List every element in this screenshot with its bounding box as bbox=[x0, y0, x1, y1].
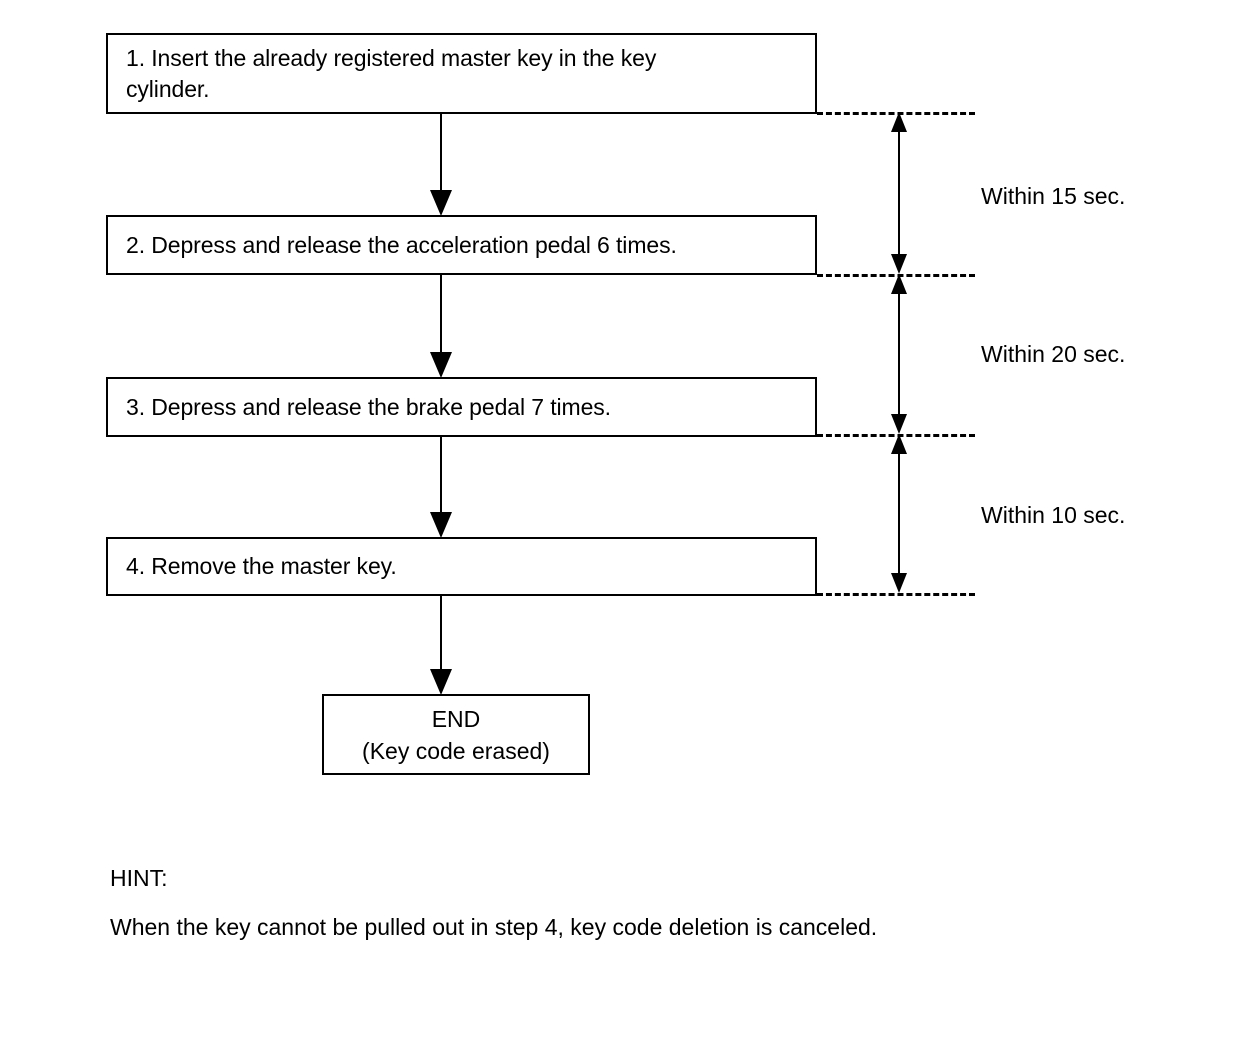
flowchart-step-4: 4. Remove the master key. bbox=[106, 537, 817, 596]
flowchart-step-2: 2. Depress and release the acceleration … bbox=[106, 215, 817, 275]
dimension-leader-line-bottom bbox=[817, 593, 975, 596]
timing-label-10sec: Within 10 sec. bbox=[981, 502, 1126, 528]
dimension-shaft bbox=[898, 291, 900, 417]
arrowhead-down-icon bbox=[891, 254, 907, 274]
step-1-label: 1. Insert the already registered master … bbox=[126, 44, 657, 102]
arrowhead-down-icon bbox=[430, 190, 452, 216]
step-2-label: 2. Depress and release the acceleration … bbox=[126, 231, 677, 258]
dimension-arrow-20sec bbox=[891, 274, 907, 434]
arrowhead-down-icon bbox=[891, 573, 907, 593]
flowchart-step-1: 1. Insert the already registered master … bbox=[106, 33, 817, 114]
arrowhead-up-icon bbox=[891, 274, 907, 294]
arrowhead-down-icon bbox=[430, 669, 452, 695]
arrowhead-up-icon bbox=[891, 434, 907, 454]
arrowhead-up-icon bbox=[891, 112, 907, 132]
timing-label-20sec: Within 20 sec. bbox=[981, 341, 1126, 367]
connector-shaft bbox=[440, 437, 442, 515]
dimension-shaft bbox=[898, 451, 900, 576]
flowchart-end-node: END (Key code erased) bbox=[322, 694, 590, 775]
connector-shaft bbox=[440, 596, 442, 672]
flowchart-step-3: 3. Depress and release the brake pedal 7… bbox=[106, 377, 817, 437]
connector-arrow-step2-step3 bbox=[430, 275, 452, 378]
timing-label-15sec: Within 15 sec. bbox=[981, 183, 1126, 209]
connector-shaft bbox=[440, 113, 442, 193]
end-node-subtitle: (Key code erased) bbox=[362, 737, 550, 764]
hint-label: HINT: bbox=[110, 865, 168, 891]
hint-body-text: When the key cannot be pulled out in ste… bbox=[110, 914, 878, 940]
arrowhead-down-icon bbox=[891, 414, 907, 434]
step-4-label: 4. Remove the master key. bbox=[126, 553, 397, 579]
end-node-title: END bbox=[431, 705, 481, 732]
step-3-label: 3. Depress and release the brake pedal 7… bbox=[126, 393, 611, 420]
dimension-shaft bbox=[898, 129, 900, 257]
connector-shaft bbox=[440, 275, 442, 355]
arrowhead-down-icon bbox=[430, 352, 452, 378]
connector-arrow-step1-step2 bbox=[430, 113, 452, 216]
connector-arrow-step4-end bbox=[430, 596, 452, 695]
connector-arrow-step3-step4 bbox=[430, 437, 452, 538]
dimension-arrow-10sec bbox=[891, 434, 907, 593]
arrowhead-down-icon bbox=[430, 512, 452, 538]
dimension-arrow-15sec bbox=[891, 112, 907, 274]
